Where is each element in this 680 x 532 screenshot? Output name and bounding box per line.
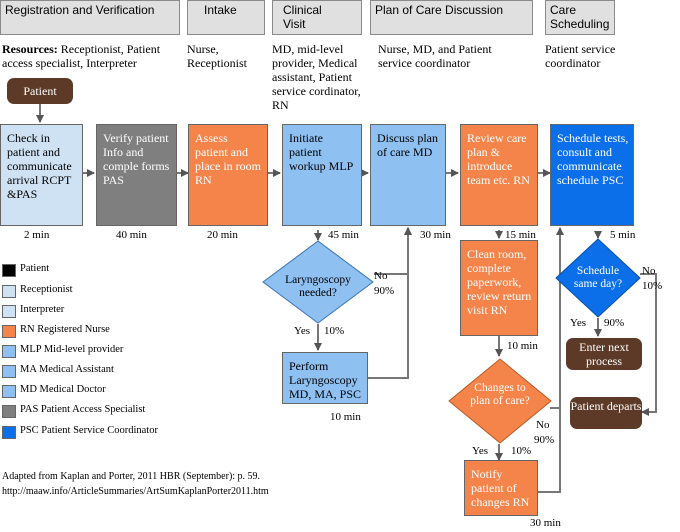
same-day-no-pct: 10%: [642, 280, 663, 292]
decision-same-day-text: Schedule same day?: [573, 265, 623, 290]
time-check-in: 2 min: [24, 229, 50, 241]
time-clean: 10 min: [507, 340, 538, 352]
end-patient-departs: Patient departs: [570, 397, 642, 429]
step-discuss-plan: Discuss plan of care MD: [370, 124, 446, 226]
changes-yes-label: Yes: [472, 445, 489, 457]
phase-registration: Registration and Verification: [0, 0, 180, 35]
step-schedule-tests: Schedule tests, consult and communicate …: [550, 124, 634, 226]
laryngoscopy-yes-label: Yes: [294, 325, 311, 337]
resources-intake: Nurse, Receptionist: [187, 42, 247, 70]
time-workup: 45 min: [328, 229, 359, 241]
legend-swatch: [2, 345, 16, 358]
changes-no-pct: 90%: [534, 434, 555, 446]
decision-changes-diamond: [448, 358, 552, 444]
step-initiate-workup: Initiate patient workup MLP: [282, 124, 362, 226]
resources-scheduling: Patient service coordinator: [545, 42, 616, 70]
decision-laryngoscopy-diamond: [262, 240, 374, 324]
legend-swatch: [2, 365, 16, 378]
step-verify-patient-info: Verify patient Info and comple forms PAS: [96, 124, 177, 226]
step-perform-laryngoscopy: Perform Laryngoscopy MD, MA, PSC: [282, 352, 368, 404]
resources-clinical: MD, mid-level provider, Medical assistan…: [272, 42, 361, 112]
resources-plan: Nurse, MD, and Patient service coordinat…: [378, 42, 492, 70]
time-verify: 40 min: [116, 229, 147, 241]
time-review: 15 min: [505, 229, 536, 241]
decision-same-day-diamond: [555, 238, 641, 318]
same-day-no-label: No: [642, 265, 656, 277]
legend-swatch: [2, 305, 16, 318]
time-notify: 30 min: [530, 517, 561, 529]
step-assess-patient: Assess patient and place in room RN: [188, 124, 268, 226]
laryngoscopy-no-pct: 90%: [374, 285, 395, 297]
legend-swatch: [2, 285, 16, 298]
changes-no-label: No: [536, 419, 550, 431]
resources-registration: Resources: Receptionist, Patient access …: [2, 42, 161, 70]
laryngoscopy-yes-pct: 10%: [324, 325, 345, 337]
step-check-in: Check in patient and communicate arrival…: [0, 124, 83, 226]
end-enter-next-process: Enter next process: [566, 338, 642, 370]
footer-citation: Adapted from Kaplan and Porter, 2011 HBR…: [2, 471, 261, 482]
time-assess: 20 min: [207, 229, 238, 241]
legend-swatch: [2, 325, 16, 338]
step-review-care-plan: Review care plan & introduce team etc. R…: [460, 124, 538, 226]
step-notify-patient: Notify patient of changes RN: [464, 460, 538, 516]
legend-swatch: [2, 385, 16, 398]
legend-swatch: [2, 405, 16, 418]
footer-url: http://maaw.info/ArticleSummaries/ArtSum…: [2, 486, 269, 497]
laryngoscopy-no-label: No: [374, 270, 388, 282]
same-day-yes-pct: 90%: [604, 317, 625, 329]
phase-plan-of-care: Plan of Care Discussion: [370, 0, 533, 35]
phase-intake: Intake: [187, 0, 265, 35]
time-perform: 10 min: [330, 411, 361, 423]
start-patient: Patient: [7, 78, 73, 104]
time-discuss: 30 min: [420, 229, 451, 241]
legend-swatch: [2, 264, 16, 277]
decision-changes-text: Changes to plan of care?: [470, 382, 530, 407]
step-clean-room: Clean room, complete paperwork, review r…: [460, 240, 538, 336]
time-schedule: 5 min: [610, 229, 636, 241]
decision-laryngoscopy-text: Laryngoscopy needed?: [285, 274, 351, 299]
same-day-yes-label: Yes: [570, 317, 587, 329]
legend-swatch: [2, 426, 16, 439]
changes-yes-pct: 10%: [511, 445, 532, 457]
